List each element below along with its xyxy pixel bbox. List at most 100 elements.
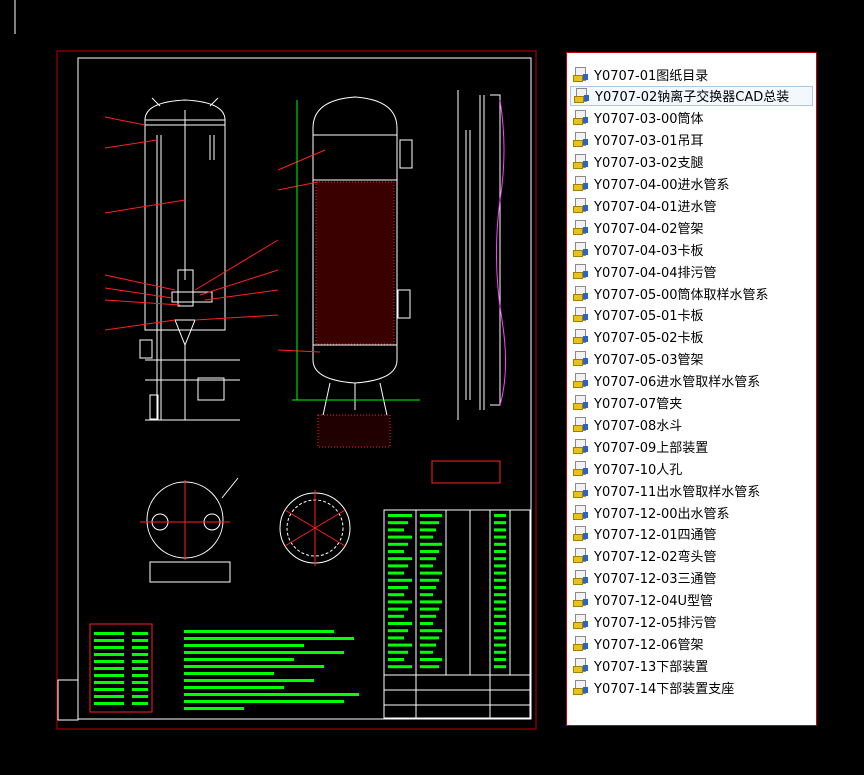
cad-text-block — [494, 514, 506, 517]
cad-text-block — [132, 688, 148, 691]
resin-bed-fill — [315, 181, 395, 345]
file-list-item[interactable]: Y0707-12-05排污管 — [570, 612, 813, 632]
cad-text-block — [494, 542, 506, 546]
cad-file-icon — [573, 548, 588, 564]
file-name-label: Y0707-01图纸目录 — [594, 68, 709, 84]
note-box — [431, 460, 501, 484]
file-list-item[interactable]: Y0707-06进水管取样水管系 — [570, 371, 813, 391]
file-list-item[interactable]: Y0707-09上部装置 — [570, 436, 813, 456]
file-list-item[interactable]: Y0707-03-01吊耳 — [570, 130, 813, 150]
cad-text-block — [388, 557, 412, 561]
file-name-label: Y0707-13下部装置 — [594, 659, 709, 675]
cad-text-block — [494, 550, 506, 553]
file-list-item[interactable]: Y0707-02钠离子交换器CAD总装 — [570, 85, 813, 106]
plan-view-bottom — [279, 490, 351, 566]
cad-text-block — [94, 653, 124, 656]
cad-text-block — [94, 646, 124, 649]
cad-text-block — [132, 632, 148, 635]
file-list-item[interactable]: Y0707-11出水管取样水管系 — [570, 480, 813, 500]
file-list-item[interactable]: Y0707-12-02弯头管 — [570, 546, 813, 566]
file-list-item[interactable]: Y0707-12-03三通管 — [570, 568, 813, 588]
file-list-item[interactable]: Y0707-12-00出水管系 — [570, 502, 813, 522]
cad-text-block — [132, 695, 148, 698]
cad-text-block — [494, 571, 506, 575]
cad-file-icon — [573, 635, 588, 651]
cad-text-block — [94, 632, 124, 635]
file-name-label: Y0707-12-05排污管 — [594, 616, 717, 631]
cad-text-block — [184, 644, 304, 647]
file-list-item[interactable]: Y0707-03-00筒体 — [570, 108, 813, 128]
cad-file-icon — [573, 219, 588, 235]
file-name-label: Y0707-04-00进水管系 — [594, 178, 730, 193]
file-list-item[interactable]: Y0707-05-01卡板 — [570, 305, 813, 325]
cad-text-block — [494, 658, 506, 661]
cad-text-block — [388, 643, 412, 647]
file-list-item[interactable]: Y0707-04-04排污管 — [570, 261, 813, 281]
file-name-label: Y0707-08水斗 — [594, 418, 683, 434]
cad-text-block — [184, 637, 354, 640]
cad-file-icon — [573, 197, 588, 213]
sheet-inner-frame — [77, 57, 532, 720]
cad-text-block — [132, 681, 148, 684]
file-list-item[interactable]: Y0707-05-03管架 — [570, 349, 813, 369]
file-list-item[interactable]: Y0707-12-01四通管 — [570, 524, 813, 544]
plan-view-top — [140, 477, 239, 583]
cad-text-block — [494, 650, 506, 654]
nozzle-table — [89, 623, 153, 713]
cad-file-icon — [573, 66, 588, 82]
file-list-item[interactable]: Y0707-14下部装置支座 — [570, 677, 813, 697]
cad-text-block — [494, 614, 506, 618]
cad-text-block — [388, 636, 404, 640]
cad-text-block — [494, 607, 506, 611]
cad-text-block — [420, 658, 442, 661]
cad-text-block — [420, 629, 442, 633]
cad-text-block — [494, 643, 506, 647]
file-list-item[interactable]: Y0707-04-03卡板 — [570, 239, 813, 259]
file-list-item[interactable]: Y0707-03-02支腿 — [570, 152, 813, 172]
cad-text-block — [94, 695, 124, 698]
file-name-label: Y0707-04-04排污管 — [594, 265, 717, 281]
file-list-item[interactable]: Y0707-10人孔 — [570, 458, 813, 478]
file-name-label: Y0707-14下部装置支座 — [594, 681, 735, 697]
file-list-item[interactable]: Y0707-13下部装置 — [570, 655, 813, 675]
file-list-item[interactable]: Y0707-04-01进水管 — [570, 195, 813, 215]
side-profile-wall — [495, 99, 507, 406]
cad-file-icon — [573, 679, 588, 695]
cad-text-block — [94, 667, 124, 670]
file-list-item[interactable]: Y0707-04-00进水管系 — [570, 174, 813, 194]
file-list-item[interactable]: Y0707-04-02管架 — [570, 217, 813, 237]
file-list-item[interactable]: Y0707-01图纸目录 — [570, 64, 813, 84]
cad-text-block — [420, 535, 433, 539]
cad-text-block — [184, 693, 359, 696]
file-name-label: Y0707-02钠离子交换器CAD总装 — [595, 90, 790, 106]
cad-file-icon — [573, 154, 588, 170]
cad-text-block — [420, 665, 439, 669]
file-name-label: Y0707-12-02弯头管 — [594, 550, 717, 566]
file-list-item[interactable]: Y0707-12-04U型管 — [570, 590, 813, 610]
cad-text-block — [494, 521, 506, 525]
cad-file-icon — [573, 504, 588, 520]
file-list-panel[interactable]: Y0707-01图纸目录 Y0707-02钠离子交换器CAD总装 Y0707-03-… — [566, 52, 817, 726]
file-list-item[interactable]: Y0707-05-00筒体取样水管系 — [570, 283, 813, 303]
file-name-label: Y0707-04-01进水管 — [594, 199, 717, 215]
cad-text-block — [132, 702, 148, 705]
file-name-label: Y0707-05-00筒体取样水管系 — [594, 287, 769, 303]
cad-text-block — [420, 557, 436, 561]
cad-text-block — [388, 550, 404, 553]
file-name-label: Y0707-12-01四通管 — [594, 528, 717, 544]
cad-text-block — [420, 607, 439, 611]
file-list-item[interactable]: Y0707-12-06管架 — [570, 633, 813, 653]
section-view — [312, 96, 413, 421]
file-list-item[interactable]: Y0707-05-02卡板 — [570, 327, 813, 347]
file-list-item[interactable]: Y0707-08水斗 — [570, 414, 813, 434]
file-list-item[interactable]: Y0707-07管夹 — [570, 393, 813, 413]
cad-file-icon — [573, 570, 588, 586]
cad-file-icon — [574, 88, 589, 104]
file-name-label: Y0707-03-01吊耳 — [594, 134, 704, 150]
cad-text-block — [388, 528, 404, 532]
file-name-label: Y0707-05-03管架 — [594, 353, 704, 369]
cad-text-block — [494, 557, 506, 561]
file-name-label: Y0707-04-03卡板 — [594, 243, 704, 259]
